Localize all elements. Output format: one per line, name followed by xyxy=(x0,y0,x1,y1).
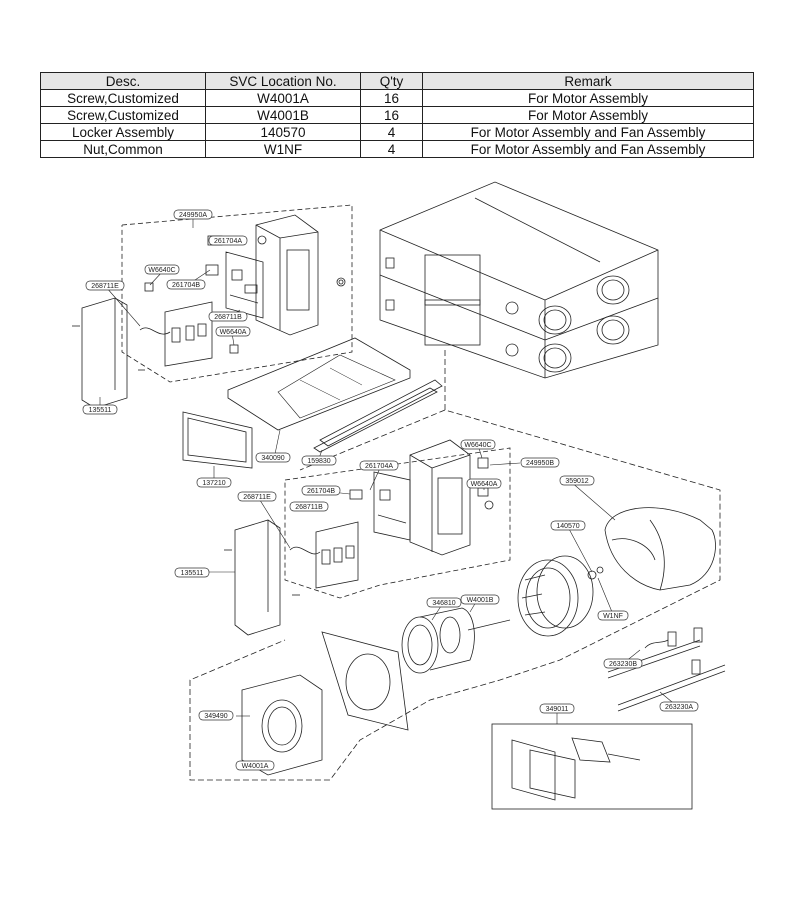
callout-346810: 346810 xyxy=(426,597,462,608)
callout-349011: 349011 xyxy=(539,703,575,714)
callout-label: 261704A xyxy=(365,463,393,470)
callout-label: 140570 xyxy=(556,523,579,530)
small-parts-b xyxy=(349,457,489,500)
motor xyxy=(401,607,511,674)
table-header-row: Desc. SVC Location No. Q'ty Remark xyxy=(40,72,754,90)
cell-remark: For Motor Assembly and Fan Assembly xyxy=(422,123,754,141)
callout-263230B: 263230B xyxy=(603,658,643,669)
callout-label: 359012 xyxy=(565,478,588,485)
callout-W4001A: W4001A xyxy=(235,760,275,771)
front-frame xyxy=(241,674,323,776)
callout-label: W6640A xyxy=(220,329,247,336)
callout-label: 159830 xyxy=(307,458,330,465)
pcb-b xyxy=(373,471,411,541)
pcb-a xyxy=(225,251,264,319)
control-box-group-b-outline xyxy=(284,447,511,599)
control-box-group-a-outline xyxy=(121,204,353,383)
table-row: Nut,Common W1NF 4 For Motor Assembly and… xyxy=(40,140,754,158)
cell-svc: W1NF xyxy=(205,140,361,158)
cell-qty: 16 xyxy=(360,89,423,107)
locker-nut xyxy=(587,566,604,580)
parts-table: Desc. SVC Location No. Q'ty Remark Screw… xyxy=(40,72,754,158)
header-svc-location: SVC Location No. xyxy=(205,72,361,90)
callout-359012: 359012 xyxy=(559,475,595,486)
callout-W6640C-b: W6640C xyxy=(460,439,496,450)
pcb-b2 xyxy=(289,521,359,589)
callout-W4001B: W4001B xyxy=(460,594,500,605)
actuator-assembly xyxy=(511,737,641,801)
table-row: Locker Assembly 140570 4 For Motor Assem… xyxy=(40,123,754,141)
panel-137210 xyxy=(182,411,253,469)
callout-249950B: 249950B xyxy=(520,457,560,468)
callout-label: 268711B xyxy=(295,504,323,511)
callout-349490: 349490 xyxy=(198,710,234,721)
header-qty: Q'ty xyxy=(360,72,423,90)
callout-label: 268711E xyxy=(243,494,271,501)
callout-249950A: 249950A xyxy=(173,209,213,220)
callout-label: 249950A xyxy=(179,212,207,219)
callout-label: 349011 xyxy=(546,706,569,713)
callout-label: 346810 xyxy=(432,600,455,607)
callout-label: W1NF xyxy=(603,613,623,620)
callout-135511-a: 135511 xyxy=(82,404,118,415)
callout-label: 268711E xyxy=(91,283,119,290)
callout-261704A: 261704A xyxy=(208,235,248,246)
callout-label: 340090 xyxy=(261,455,284,462)
callout-label: 137210 xyxy=(202,480,225,487)
callout-label: 263230A xyxy=(665,704,693,711)
cell-desc: Nut,Common xyxy=(40,140,206,158)
callout-W6640A-b: W6640A xyxy=(466,478,502,489)
callout-261704B-b: 261704B xyxy=(301,485,341,496)
pcb-a2 xyxy=(139,301,213,367)
callout-label: W6640C xyxy=(464,442,491,449)
callout-label: 261704B xyxy=(172,282,200,289)
callout-label: 349490 xyxy=(204,713,227,720)
unit-casing xyxy=(379,181,659,379)
cover-panel-a xyxy=(72,297,145,409)
callout-tags: 249950A 261704A W6640C 261704B 268711E 2… xyxy=(82,209,699,771)
callout-W6640A-a: W6640A xyxy=(215,326,251,337)
callout-label: W6640A xyxy=(471,481,498,488)
callout-137210: 137210 xyxy=(196,477,232,488)
callout-340090: 340090 xyxy=(255,452,291,463)
cover-panel-b xyxy=(224,519,300,636)
filter-panel xyxy=(227,337,411,431)
callout-268711B-a: 268711B xyxy=(208,311,248,322)
callout-140570: 140570 xyxy=(550,520,586,531)
callout-label: W4001B xyxy=(467,597,494,604)
control-box-housing-a xyxy=(255,214,346,336)
callout-261704A-b: 261704A xyxy=(359,460,399,471)
callout-W1NF: W1NF xyxy=(597,610,629,621)
callout-label: 135511 xyxy=(181,570,204,577)
cell-remark: For Motor Assembly and Fan Assembly xyxy=(422,140,754,158)
callout-W6640C-a: W6640C xyxy=(144,264,180,275)
fan-wheel xyxy=(517,555,594,637)
actuator-box-frame xyxy=(491,723,693,810)
callout-label: 263230B xyxy=(609,661,637,668)
callout-label: W6640C xyxy=(148,267,175,274)
filter-rail xyxy=(313,379,443,453)
callout-label: 261704A xyxy=(214,238,242,245)
callout-263230A: 263230A xyxy=(659,701,699,712)
callout-135511-b: 135511 xyxy=(174,567,210,578)
callout-label: 268711B xyxy=(214,314,242,321)
callout-268711B-b: 268711B xyxy=(289,501,329,512)
header-desc: Desc. xyxy=(40,72,206,90)
callout-159830: 159830 xyxy=(301,455,337,466)
motor-fan-assembly-outline xyxy=(189,350,721,781)
callout-label: W4001A xyxy=(242,763,269,770)
damper-rods xyxy=(607,627,726,712)
callout-268711E-a: 268711E xyxy=(85,280,125,291)
scroll-casing xyxy=(604,507,716,591)
mounting-plate xyxy=(321,631,409,731)
callout-label: 249950B xyxy=(526,460,554,467)
callout-261704B-a: 261704B xyxy=(166,279,206,290)
control-box-housing-b xyxy=(409,439,494,556)
cell-desc: Locker Assembly xyxy=(40,123,206,141)
callout-268711E-b: 268711E xyxy=(237,491,277,502)
callout-label: 261704B xyxy=(307,488,335,495)
callout-label: 135511 xyxy=(89,407,112,414)
